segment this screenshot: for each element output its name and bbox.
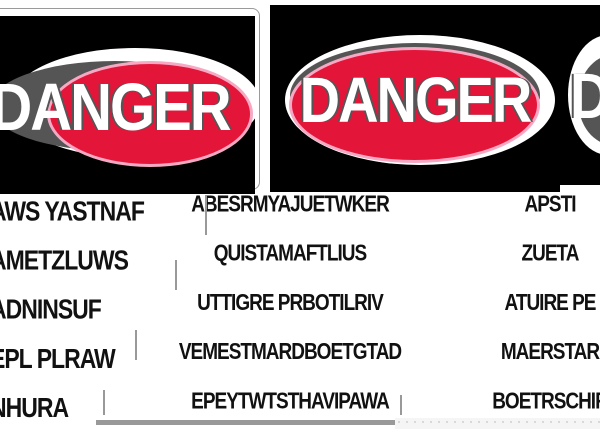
text-line: AWS YASTNAF: [0, 195, 145, 227]
text-line: ZUETA: [521, 241, 580, 267]
sign-header: DANGER: [0, 16, 255, 194]
frame-line: [400, 395, 402, 415]
sign-header: DANGER: [270, 5, 560, 192]
text-line: EPL PLRAW: [0, 342, 116, 374]
text-line: UTTIGRE PRBOTILRIV: [197, 290, 384, 316]
text-line: EPEYTWTSTHAVIPAWA: [191, 389, 390, 415]
text-line: ATUIRE PE: [504, 290, 597, 316]
text-line: QUISTAMAFTLIUS: [213, 241, 367, 267]
red-oval: [50, 64, 250, 164]
text-line: VEMESTMARDBOETGTAD: [178, 339, 402, 366]
text-line: BOETRSCHIR: [492, 389, 600, 415]
sign-body-text-right: APSTI ZUETA ATUIRE PE MAERSTAR BOETRSCHI…: [450, 194, 600, 440]
danger-heading: DANGER: [299, 63, 533, 136]
text-line: APSTI: [524, 192, 577, 218]
sign-header-right: DANGER: [560, 5, 600, 185]
text-line: MAERSTAR: [500, 339, 600, 366]
danger-heading: DANGER: [0, 70, 232, 145]
sign-body-text-center: ABESRMYAJUETWKER QUISTAMAFTLIUS UTTIGRE …: [140, 194, 440, 440]
text-line: AMETZLUWS: [0, 244, 129, 276]
background-texture: [395, 418, 600, 429]
danger-heading: DANGER: [570, 58, 600, 133]
text-line: ABESRMYAJUETWKER: [191, 192, 390, 218]
sign-body-text: AWS YASTNAF AMETZLUWS ADNINSUF EPL PLRAW…: [0, 195, 190, 444]
frame-line: [103, 390, 105, 415]
danger-sign-left: DANGER AWS YASTNAF AMETZLUWS ADNINSUF EP…: [0, 0, 262, 429]
red-oval: [292, 50, 537, 160]
frame-line: [135, 330, 137, 360]
danger-sign-center: DANGER: [262, 0, 562, 429]
text-line: NHURA: [0, 391, 69, 424]
text-line: ADNINSUF: [0, 293, 102, 325]
frame-line: [175, 260, 177, 290]
sign-bottom-edge: [96, 420, 396, 425]
gray-oval: [578, 55, 600, 145]
frame-line: [205, 195, 207, 235]
